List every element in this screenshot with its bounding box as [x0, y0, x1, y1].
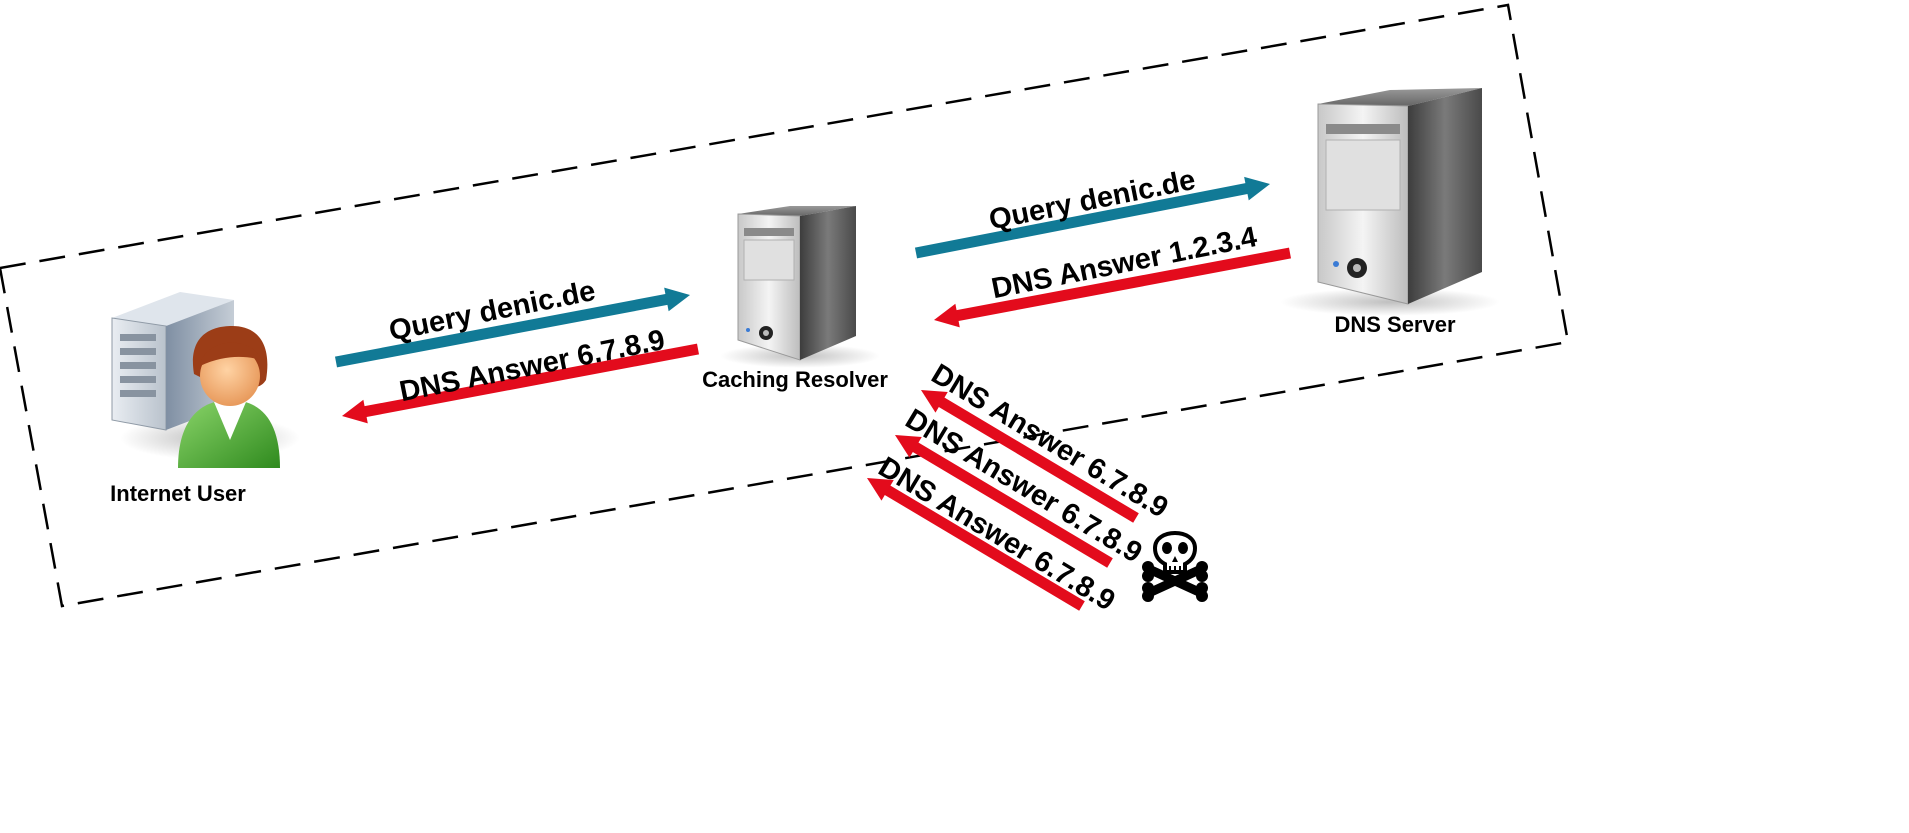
user-answer-arrow-shaft: [362, 343, 700, 418]
server-answer-arrowhead: [934, 303, 960, 328]
user-answer-arrowhead: [342, 399, 368, 424]
spoofed-answer-3-arrow-shaft: [883, 484, 1085, 611]
dns-server-icon: [1280, 88, 1500, 316]
skull-crossbones-icon: [1142, 531, 1208, 602]
caching-resolver-label: Caching Resolver: [702, 367, 888, 392]
server-answer-arrow-shaft: [954, 247, 1292, 322]
dns-server-label: DNS Server: [1334, 312, 1456, 337]
spoofed-answer-3-arrowhead: [867, 478, 894, 501]
resolver-query-label: Query denic.de: [986, 164, 1198, 236]
spoofed-answer-2-arrowhead: [895, 435, 922, 458]
caching-resolver-server-icon: [720, 206, 880, 368]
user-query-arrow-shaft: [334, 293, 670, 368]
spoofed-answer-1-arrow-shaft: [937, 396, 1139, 523]
internet-user-icon: [111, 292, 300, 468]
resolver-query-arrowhead: [1244, 176, 1270, 201]
trust-boundary: [0, 3, 1570, 608]
spoofed-answer-1-arrowhead: [921, 390, 948, 413]
arrows-layer: [334, 176, 1292, 611]
spoofed-answer-2-arrow-shaft: [911, 441, 1113, 568]
user-query-arrowhead: [664, 287, 690, 312]
resolver-query-arrow-shaft: [914, 182, 1250, 259]
internet-user-label: Internet User: [110, 481, 246, 506]
